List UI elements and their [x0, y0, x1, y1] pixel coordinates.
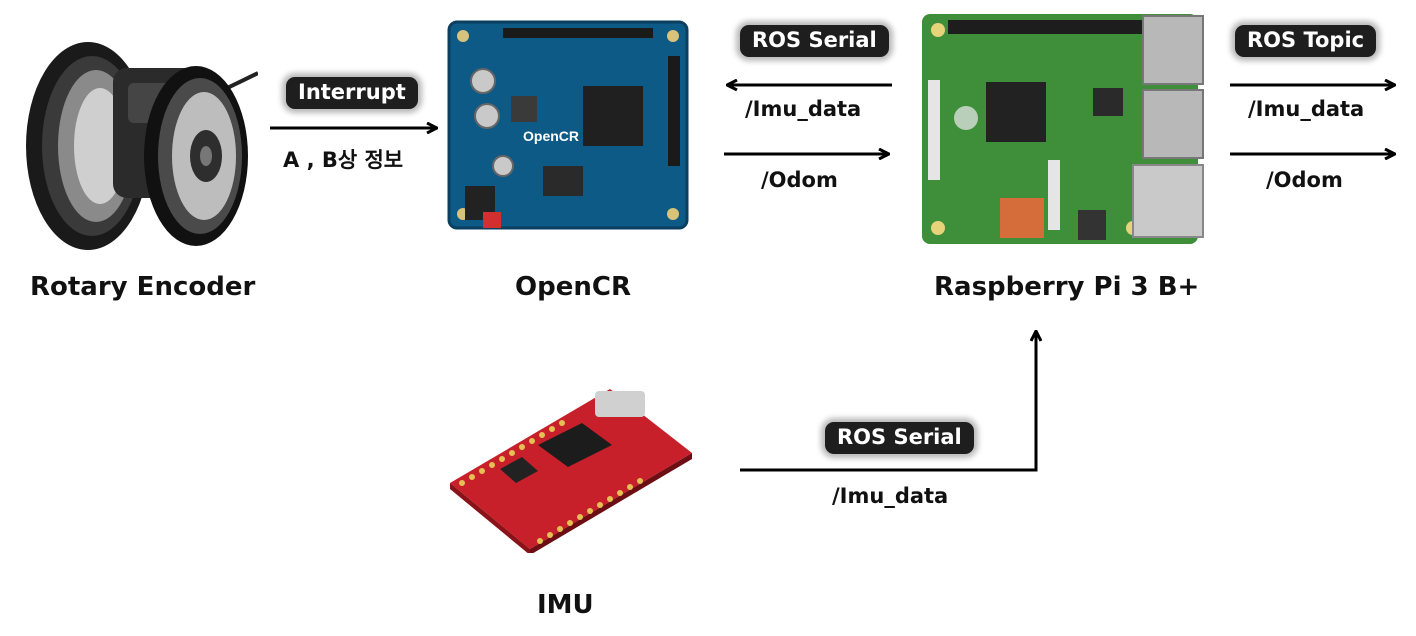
raspberry-pi-label: Raspberry Pi 3 B+	[934, 272, 1200, 302]
rotary-encoder-label: Rotary Encoder	[30, 272, 256, 302]
opencr-silk-label: OpenCR	[523, 128, 579, 144]
imu-board-image	[450, 389, 692, 553]
opencr-rpi-odom-label: /Odom	[761, 168, 838, 192]
opencr-rpi-imu-data-label: /Imu_data	[745, 97, 862, 121]
rpi-out-odom-label: /Odom	[1266, 168, 1343, 192]
imu-to-rpi-arrow	[740, 332, 1036, 472]
ros-topic-badge: ROS Topic	[1235, 25, 1377, 57]
rpi-out-imu-data-label: /Imu_data	[1248, 97, 1365, 121]
interrupt-badge: Interrupt	[286, 77, 418, 109]
rotary-encoder-image	[18, 28, 258, 250]
opencr-board-image: OpenCR	[447, 20, 689, 230]
raspberry-pi-board-image	[922, 14, 1204, 244]
imu-rpi-imu-data-label: /Imu_data	[832, 484, 949, 508]
ab-phase-info-label: A , B상 정보	[283, 148, 404, 172]
imu-label: IMU	[537, 590, 594, 620]
ros-serial-badge-bottom: ROS Serial	[825, 422, 974, 454]
opencr-label: OpenCR	[515, 272, 631, 302]
ros-serial-badge-top: ROS Serial	[740, 25, 889, 57]
